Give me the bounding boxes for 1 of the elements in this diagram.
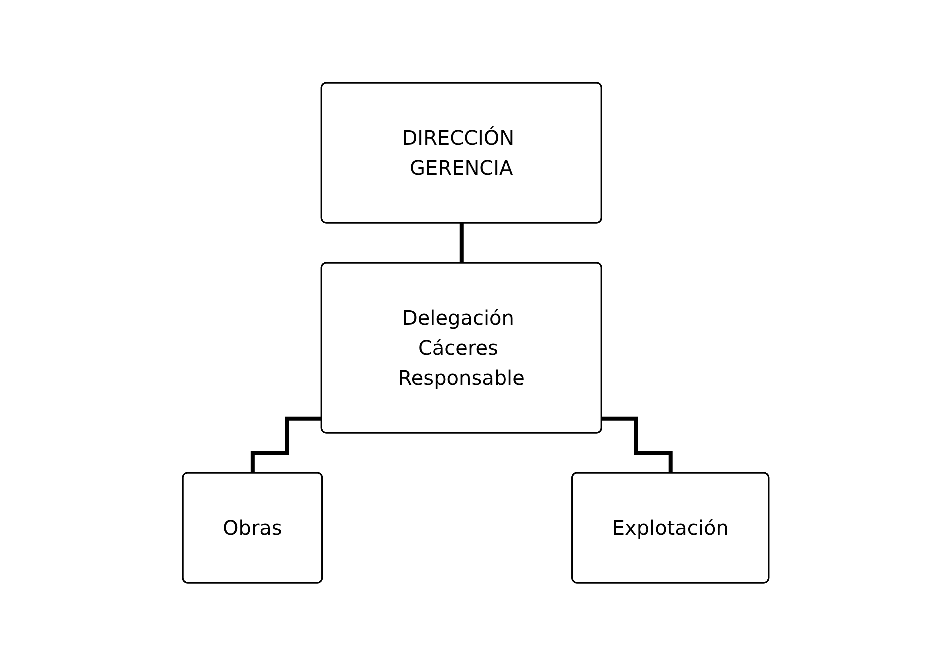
connector xyxy=(459,221,464,265)
